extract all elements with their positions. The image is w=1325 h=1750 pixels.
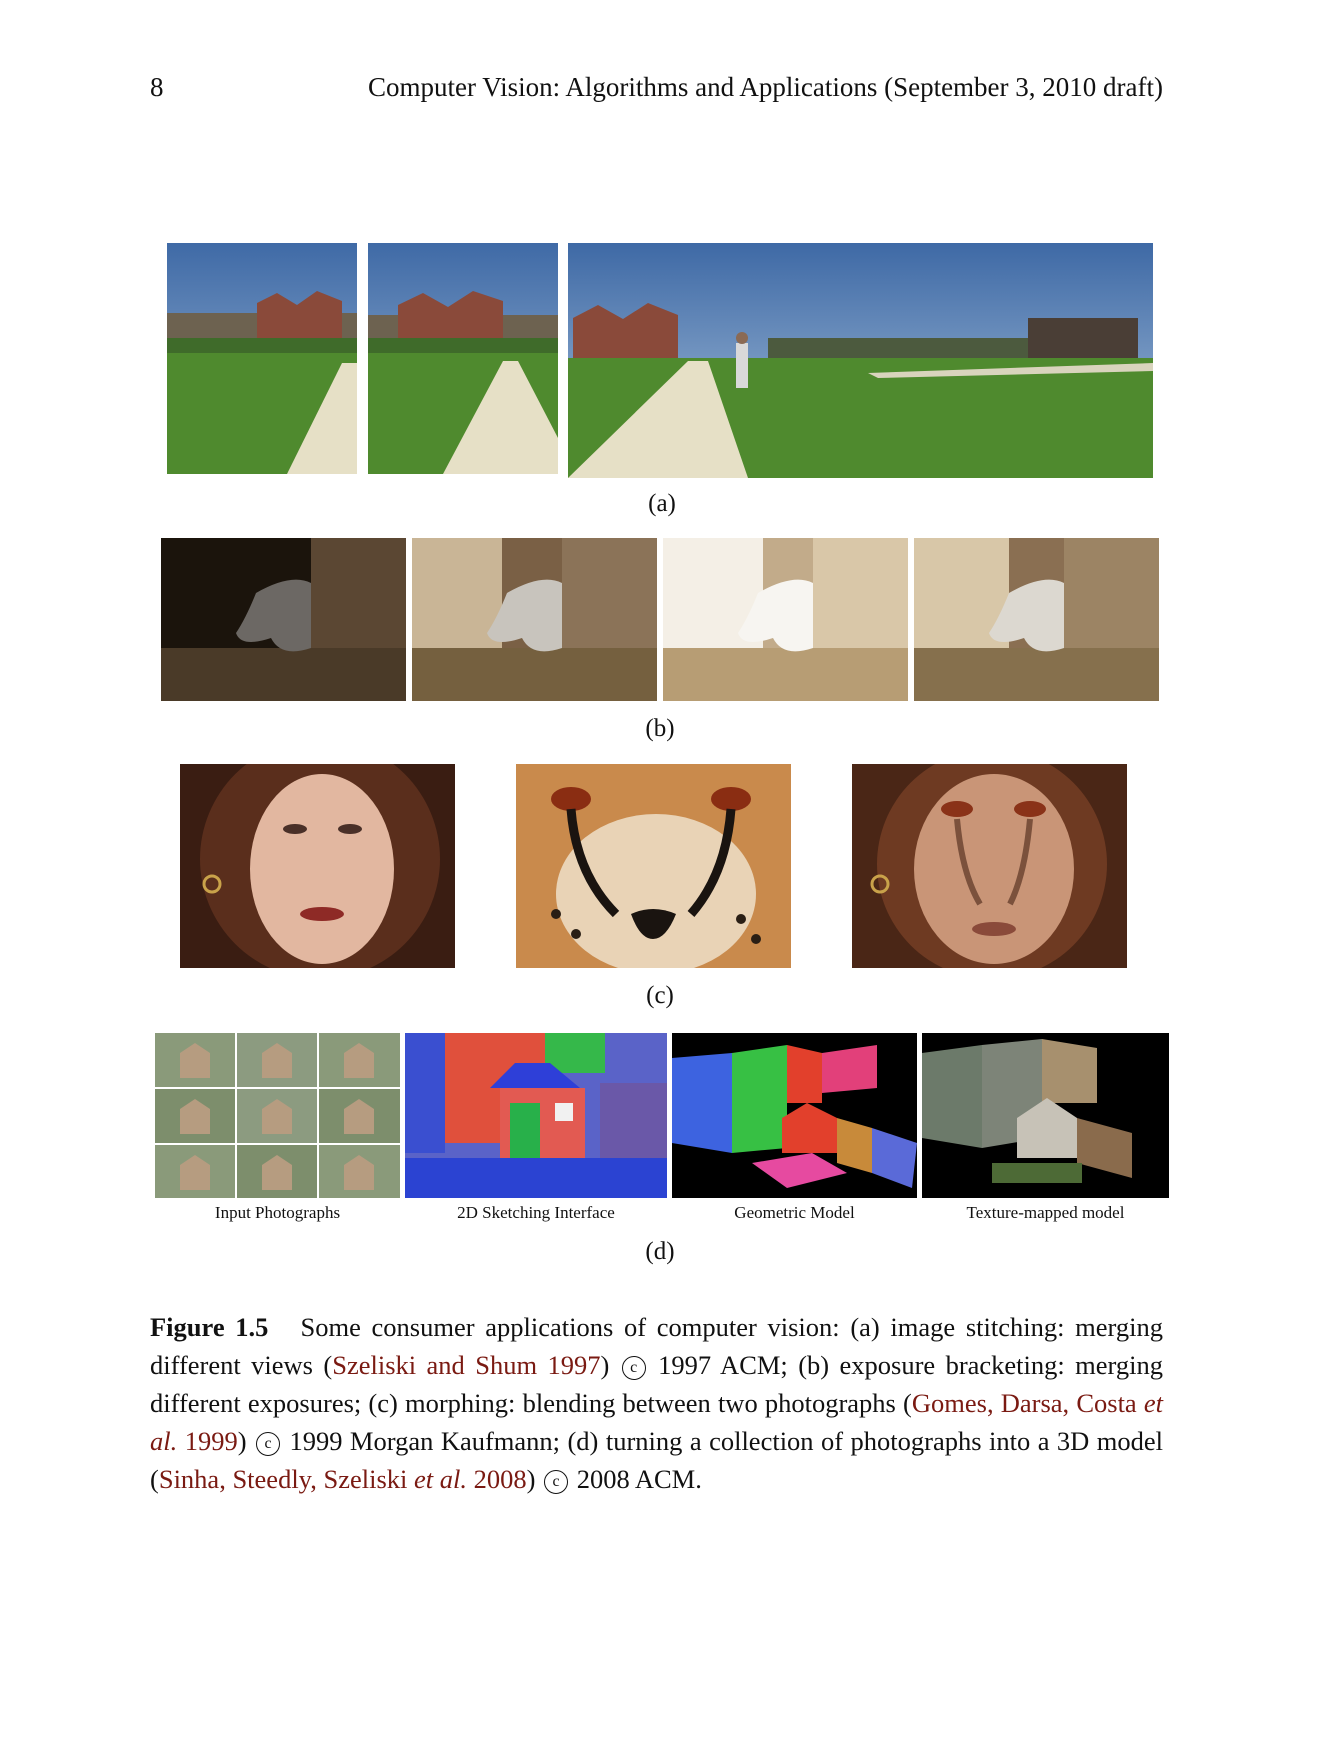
figure-caption: Figure 1.5 Some consumer applications of… — [150, 1312, 1164, 1494]
running-header-title: Computer Vision: Algorithms and Applicat… — [367, 72, 1163, 102]
panel-caption-geometric-model: Geometric Model — [734, 1203, 855, 1222]
sketching-interface-image — [405, 1033, 667, 1198]
panel-caption-input-photographs: Input Photographs — [214, 1203, 341, 1222]
figure-label: Figure 1.5 — [150, 1312, 269, 1342]
texture-mapped-model-image — [922, 1033, 1169, 1198]
geometric-model-image — [672, 1033, 917, 1198]
exposure-merged — [914, 538, 1159, 701]
sublabel-b: (b) — [645, 715, 675, 742]
citation-gomes[interactable]: Gomes, Darsa, Costa et al. 1999 — [150, 1388, 1163, 1456]
stitching-photo-2 — [368, 243, 558, 474]
page-number: 8 — [150, 72, 164, 102]
panel-caption-sketching-interface: 2D Sketching Interface — [457, 1203, 615, 1222]
copyright-symbol: c — [544, 1470, 569, 1494]
copyright-symbol: c — [621, 1356, 646, 1380]
sublabel-a: (a) — [648, 490, 676, 517]
morph-cheetah-photo — [516, 764, 791, 968]
copyright-symbol: c — [256, 1432, 281, 1456]
citation-szeliski-shum[interactable]: Szeliski and Shum 1997 — [332, 1350, 601, 1380]
panel-caption-texture-mapped-model: Texture-mapped model — [966, 1203, 1125, 1222]
exposure-photo-3 — [663, 538, 908, 701]
morph-woman-photo — [180, 764, 455, 968]
sublabel-c: (c) — [646, 982, 674, 1009]
caption-text: 1997 ACM; (b) exposure bracketing: mergi… — [150, 1350, 1164, 1418]
caption-text: 2008 ACM. — [570, 1464, 702, 1494]
stitching-photo-1 — [167, 243, 357, 474]
citation-sinha[interactable]: Sinha, Steedly, Szeliski et al. 2008 — [158, 1464, 527, 1494]
morph-blended-photo — [852, 764, 1127, 968]
caption-text: 1999 Morgan Kaufmann; (d) turning a coll… — [150, 1426, 1164, 1494]
exposure-photo-1 — [161, 538, 406, 701]
caption-text: Some consumer applications of computer v… — [150, 1312, 1163, 1380]
input-photographs-grid — [155, 1033, 400, 1198]
sublabel-d: (d) — [645, 1238, 675, 1265]
stitching-panorama — [568, 243, 1153, 478]
exposure-photo-2 — [412, 538, 657, 701]
